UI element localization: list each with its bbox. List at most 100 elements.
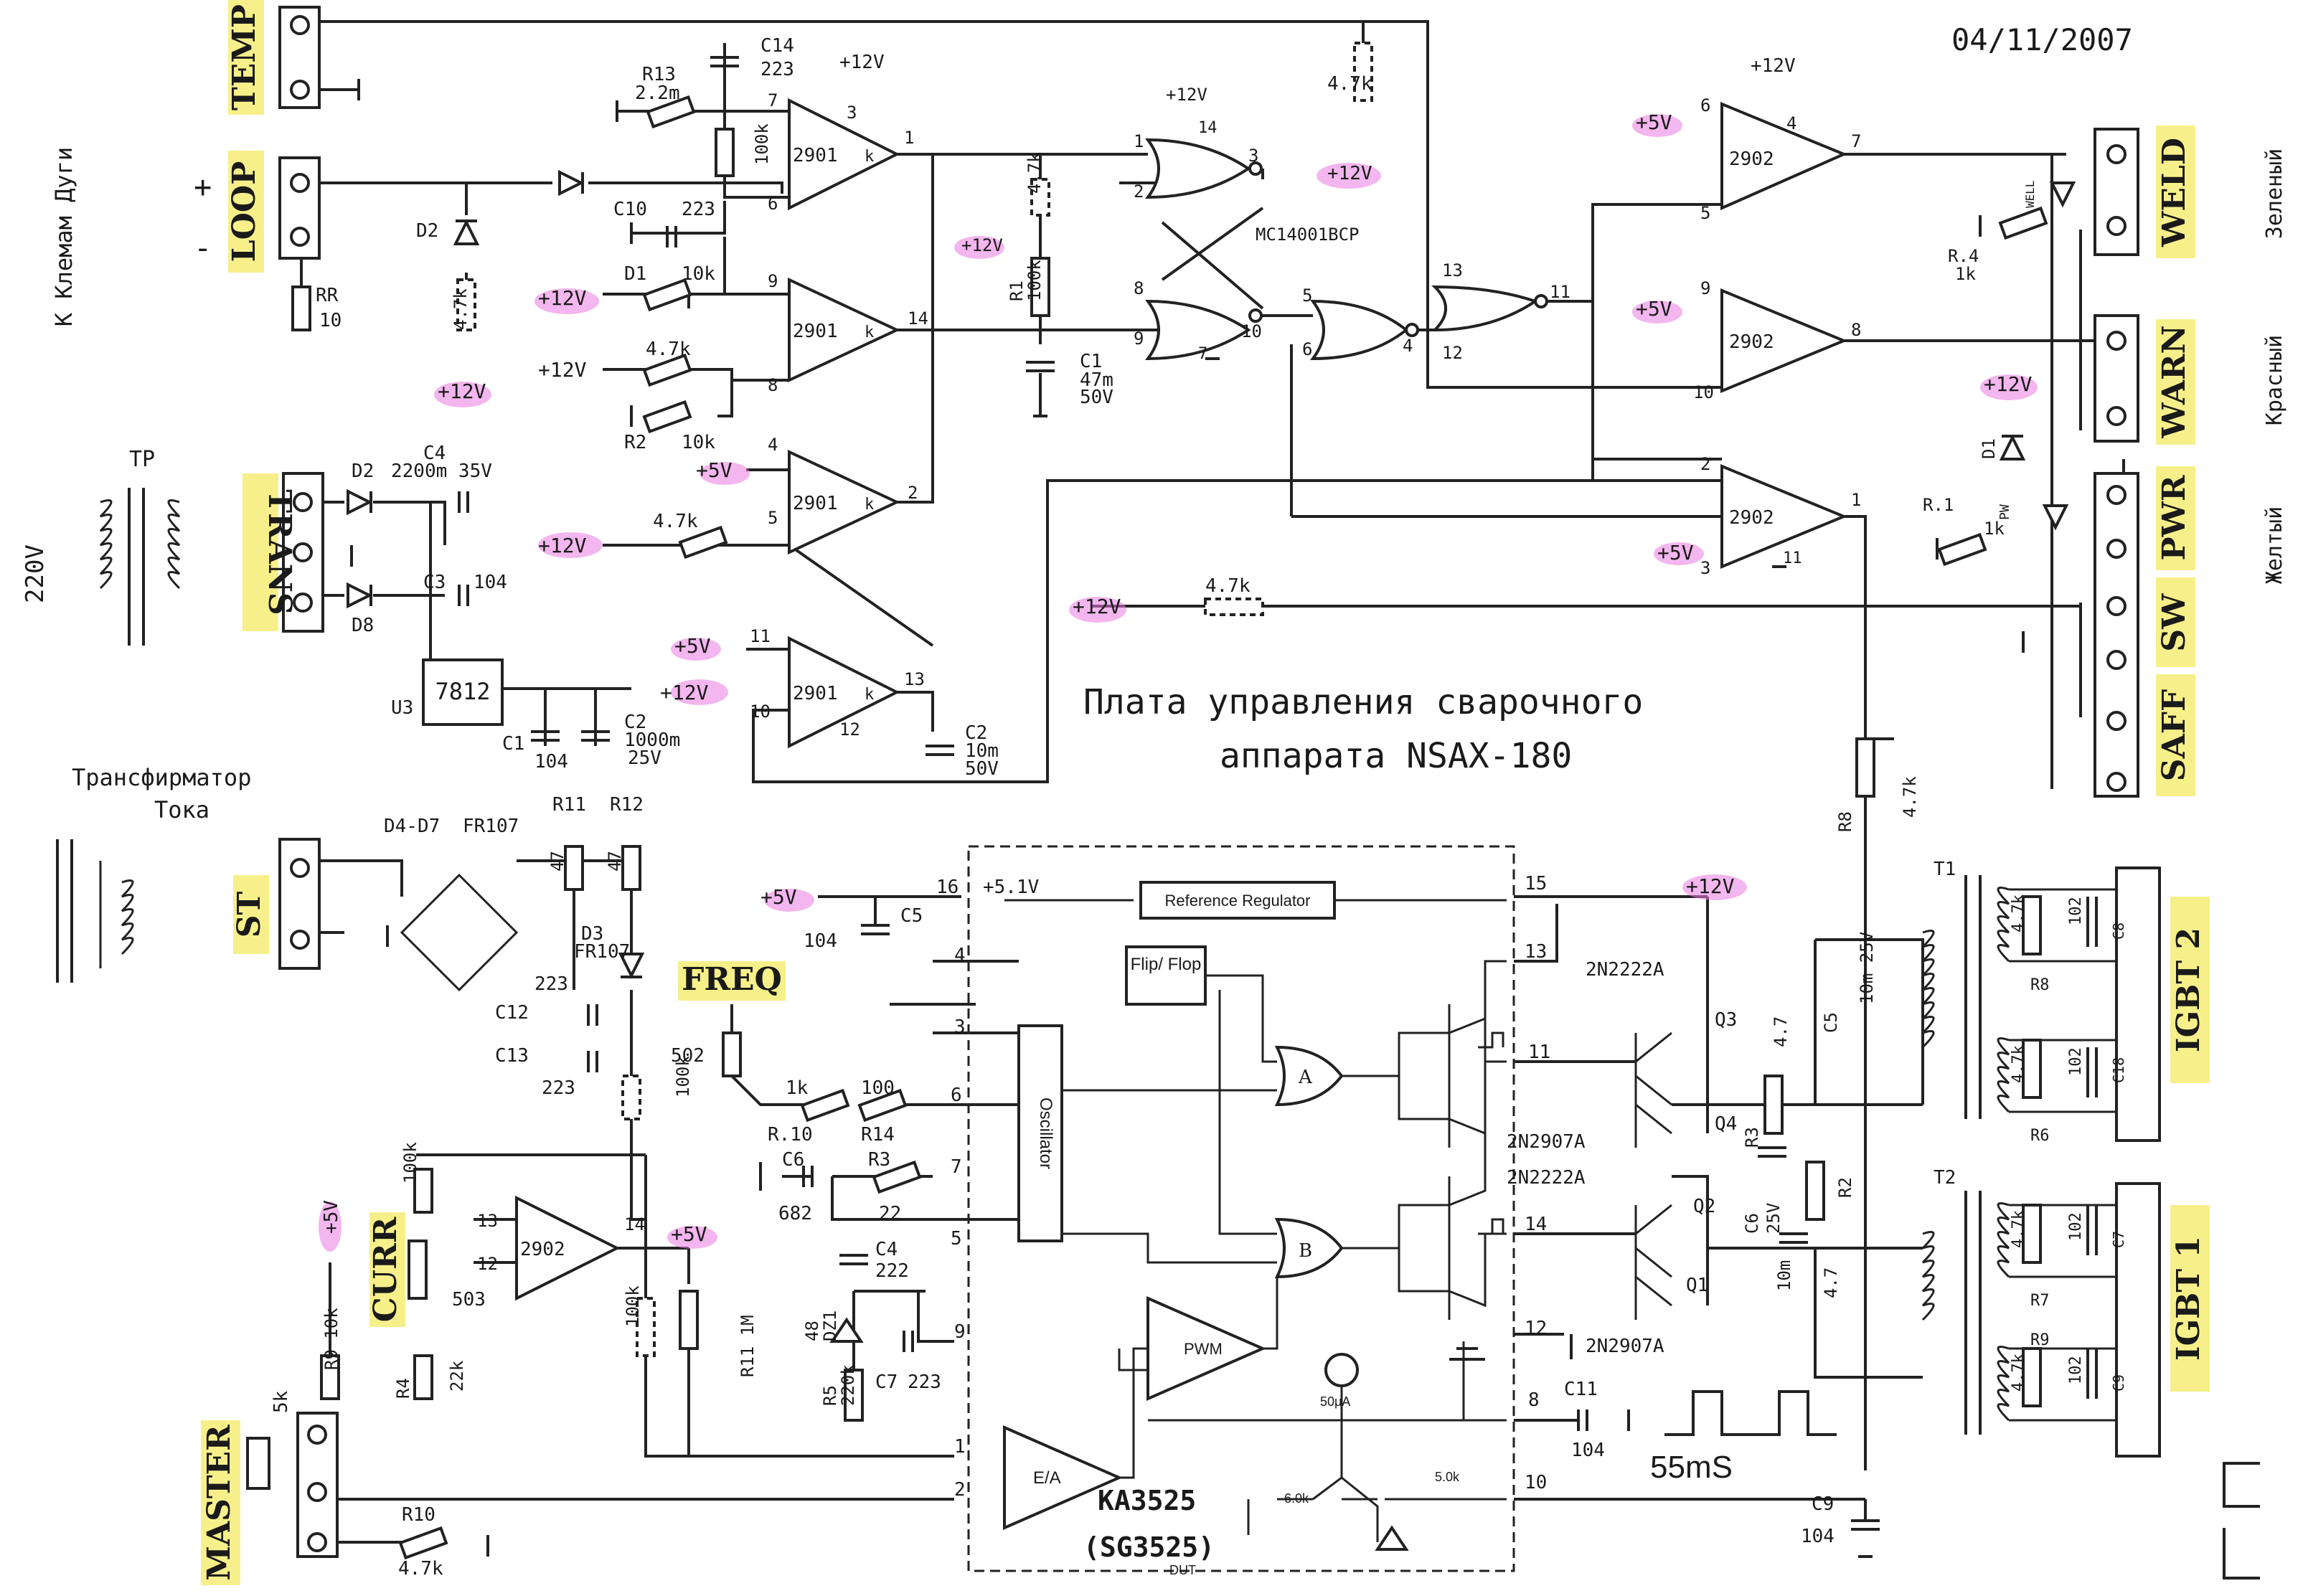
parts-r47k_e: 4.7k [1205,575,1251,597]
label-highlights [201,0,2210,1585]
g3-pin6: 6 [1302,339,1312,359]
circle-shape [290,173,310,193]
rect-shape [2156,466,2195,570]
u1b-pin9: 9 [768,271,778,291]
parts-pw: PW [1997,504,2012,520]
circle-shape [2106,596,2127,616]
path-shape [128,488,145,646]
path-shape [2086,1205,2098,1255]
path-shape [717,380,733,417]
path-shape [1449,1232,1507,1308]
parts-r100k_a: 100k [752,123,772,165]
opamp-u1b [788,277,900,383]
ic-name: KA3525 (SG3525) DUT [1083,1485,1215,1577]
path-shape [1997,887,2010,963]
pwr-sw-saff-connector [2094,472,2139,798]
circle-shape [2106,772,2127,792]
path-shape [1205,974,1277,1063]
parts-d2b: D2 [352,461,374,482]
rect-shape [872,1160,922,1194]
path-shape [897,691,934,732]
rail-12v-sw: +12V [1073,595,1121,618]
u1d-pin13: 13 [904,669,925,689]
parts-r5k: 5k [270,1390,292,1413]
rect-shape [413,1354,433,1400]
opamp-u1c [788,449,900,555]
parts-t2r: 4.7k [2010,1210,2028,1248]
nor-gate-4 [1431,285,1539,332]
parts-d1: D1 [624,263,646,285]
rect-shape [2156,319,2195,445]
pin-4: 4 [954,945,966,966]
u2b-pin8: 8 [1851,320,1861,340]
parts-c5bv: 10m 25V [1857,932,1877,1004]
igbt1-connector [2115,1182,2161,1458]
parts-t1c2: 102 [2067,1047,2085,1076]
parts-c1bv: 104 [534,751,568,773]
opamp-u1a [788,98,900,211]
path-shape [1851,1519,1880,1531]
parts-r47k_d: 4.7k [1327,73,1372,95]
parts-r6: R6 [2030,1127,2050,1145]
green-label: Зеленый [2262,148,2287,239]
parts-c10v: 223 [682,199,715,220]
rect-shape [1998,206,2048,240]
parts-c104a: 104 [804,930,837,952]
rail-12v-r47k: +12V [538,358,587,382]
g1-pin2: 2 [1134,181,1144,202]
path-shape [1478,1218,1504,1235]
path-shape [839,1254,868,1265]
parts-u3: U3 [391,697,413,719]
rect-shape [636,1297,656,1357]
error-amp [1003,1425,1123,1531]
t1-label: T1 [1934,859,1956,880]
parts-t1c: 102 [2067,897,2085,925]
path-shape [2009,1204,2124,1422]
path-shape [1342,1031,1449,1077]
wires [300,20,2125,1544]
u2a-pin4: 4 [1786,113,1796,133]
circle-shape [2106,216,2127,236]
led-ic [1375,1525,1409,1551]
path-shape [1449,961,1487,1207]
t2-primary [1921,1231,1935,1321]
circle-shape [2106,331,2127,351]
path-shape [1218,990,1277,1235]
weld-label: WELD [2156,138,2193,247]
gate-a-label: A [1298,1067,1313,1088]
warn-label: WARN [2156,325,2193,439]
grounds [294,79,2025,1558]
connectors [278,6,2161,1558]
parts-t2c2: 102 [2067,1356,2085,1384]
ct-label-2: Тока [154,796,209,823]
path-shape [897,154,934,504]
q1-type: 2N2907A [1586,1336,1664,1357]
path-shape [723,176,789,199]
u2b-pin10: 10 [1693,382,1714,402]
g3-pin5: 5 [1302,285,1312,306]
ka3525-label: KA3525 [1098,1485,1196,1516]
parts-c1: C1 [1080,351,1102,372]
capacitors [458,56,2098,1531]
rect-shape [1204,598,1264,616]
parts-r7: R7 [2030,1292,2050,1310]
path-shape [1119,1347,1148,1479]
nor-gate-1 [1145,138,1251,199]
opamp-u1c-k: k [865,496,874,514]
parts-c13: C13 [495,1045,529,1067]
circle-shape [307,1532,327,1552]
led-pwr [2042,504,2069,531]
rect-shape [2022,895,2042,955]
pin-11: 11 [1528,1042,1550,1063]
circle-shape [290,80,310,100]
leds [1375,181,2076,1551]
regulator-7812 [422,658,504,726]
parts-r47k_g: 4.7k [398,1558,443,1580]
g2-pin10: 10 [1241,321,1262,341]
path-shape [1634,1031,1672,1106]
board-title-1: Плата управления сварочного [1083,682,1643,722]
ka3525-ic: Reference Regulator Flip/ Flop Oscillato… [967,845,1515,1572]
u2c-pin2: 2 [1700,454,1710,474]
rect-shape [408,1240,428,1300]
parts-r47k_a: 4.7k [646,339,691,360]
